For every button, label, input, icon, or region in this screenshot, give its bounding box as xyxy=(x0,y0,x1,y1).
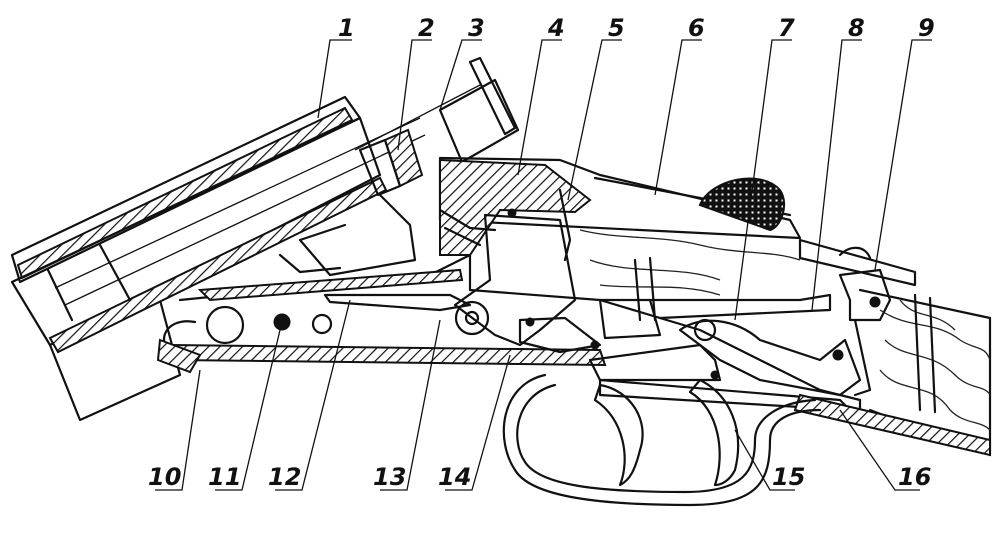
label-16: 16 xyxy=(898,463,931,491)
label-13: 13 xyxy=(373,463,406,491)
label-14: 14 xyxy=(438,463,471,491)
stock xyxy=(793,288,992,457)
callout-labels: 1 2 3 4 5 6 7 8 9 10 11 12 13 14 15 16 xyxy=(148,14,935,491)
barrel-assembly xyxy=(10,56,520,422)
label-11: 11 xyxy=(208,463,241,491)
label-4: 4 xyxy=(547,14,565,42)
label-6: 6 xyxy=(688,14,705,42)
label-15: 15 xyxy=(772,463,805,491)
label-7: 7 xyxy=(778,14,795,42)
label-3: 3 xyxy=(468,14,485,42)
label-10: 10 xyxy=(148,463,181,491)
leader-lines xyxy=(155,39,932,491)
label-9: 9 xyxy=(918,14,935,42)
label-8: 8 xyxy=(848,14,865,42)
receiver xyxy=(156,156,917,412)
label-12: 12 xyxy=(268,463,301,491)
trigger-guard xyxy=(502,373,822,507)
label-2: 2 xyxy=(418,14,435,42)
label-1: 1 xyxy=(338,14,355,42)
cartridge xyxy=(354,56,520,164)
label-5: 5 xyxy=(608,14,625,42)
